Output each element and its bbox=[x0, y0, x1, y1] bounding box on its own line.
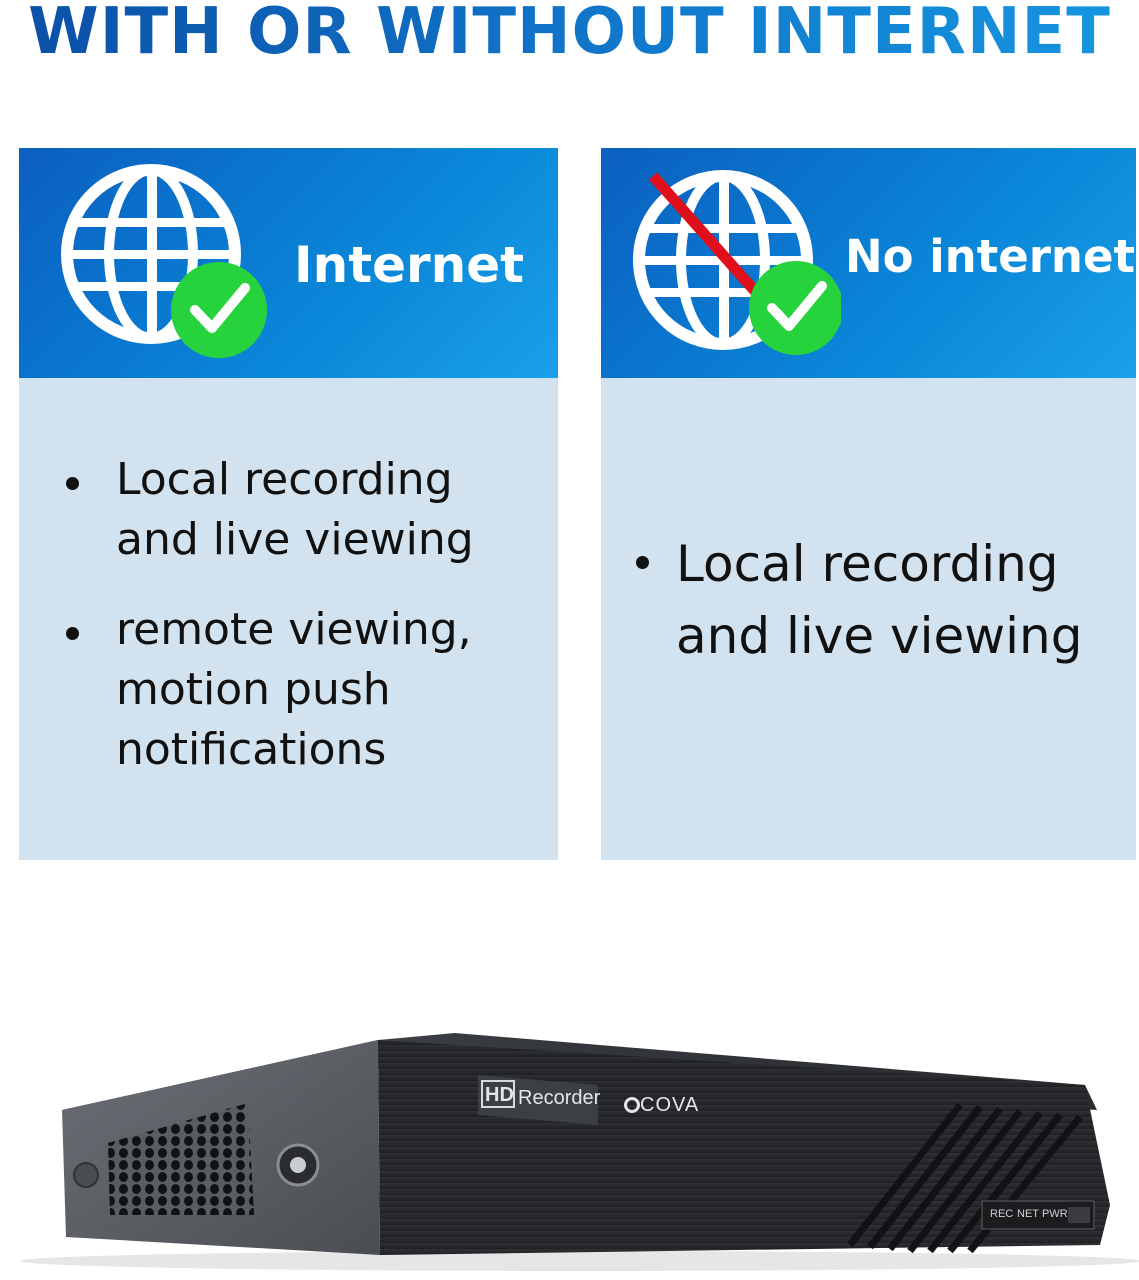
device-brand-text: COVA bbox=[640, 1094, 700, 1116]
no-internet-label: No internet bbox=[845, 230, 1135, 283]
no-internet-card-header: No internet bbox=[601, 148, 1136, 378]
list-item: remote viewing, motion push notification… bbox=[66, 600, 556, 780]
internet-card: Internet Local recording and live viewin… bbox=[19, 148, 558, 860]
globe-check-icon bbox=[59, 162, 269, 362]
list-item: Local recording and live viewing bbox=[636, 528, 1126, 672]
bullet-dot bbox=[66, 627, 79, 640]
device-model-label: Recorder bbox=[518, 1087, 601, 1109]
rec-indicator: REC bbox=[990, 1208, 1014, 1220]
internet-feature-list: Local recording and live viewing remote … bbox=[66, 450, 556, 810]
feature-text: remote viewing, motion push notification… bbox=[116, 604, 472, 775]
globe-crossed-check-icon bbox=[631, 168, 843, 368]
internet-card-header: Internet bbox=[19, 148, 558, 378]
net-indicator: NET bbox=[1017, 1208, 1039, 1220]
page-title: WITH OR WITHOUT INTERNET bbox=[0, 0, 1139, 72]
no-internet-card-body bbox=[601, 378, 1136, 860]
no-internet-feature-list: Local recording and live viewing bbox=[636, 528, 1126, 672]
pwr-indicator: PWR bbox=[1042, 1208, 1068, 1220]
internet-card-body bbox=[19, 378, 558, 860]
device-hd-badge: HD bbox=[485, 1084, 514, 1106]
list-item: Local recording and live viewing bbox=[66, 450, 556, 570]
feature-text: Local recording and live viewing bbox=[676, 535, 1083, 665]
bullet-dot bbox=[636, 556, 649, 569]
bullet-dot bbox=[66, 477, 79, 490]
brand-mark-icon bbox=[624, 1097, 640, 1113]
internet-label: Internet bbox=[294, 236, 525, 294]
recorder-device-image: HD Recorder COVA REC NET PWR bbox=[0, 1015, 1139, 1276]
feature-text: Local recording and live viewing bbox=[116, 454, 474, 565]
device-brand-logo: COVA bbox=[624, 1094, 699, 1117]
no-internet-card: No internet Local recording and live vie… bbox=[601, 148, 1136, 860]
